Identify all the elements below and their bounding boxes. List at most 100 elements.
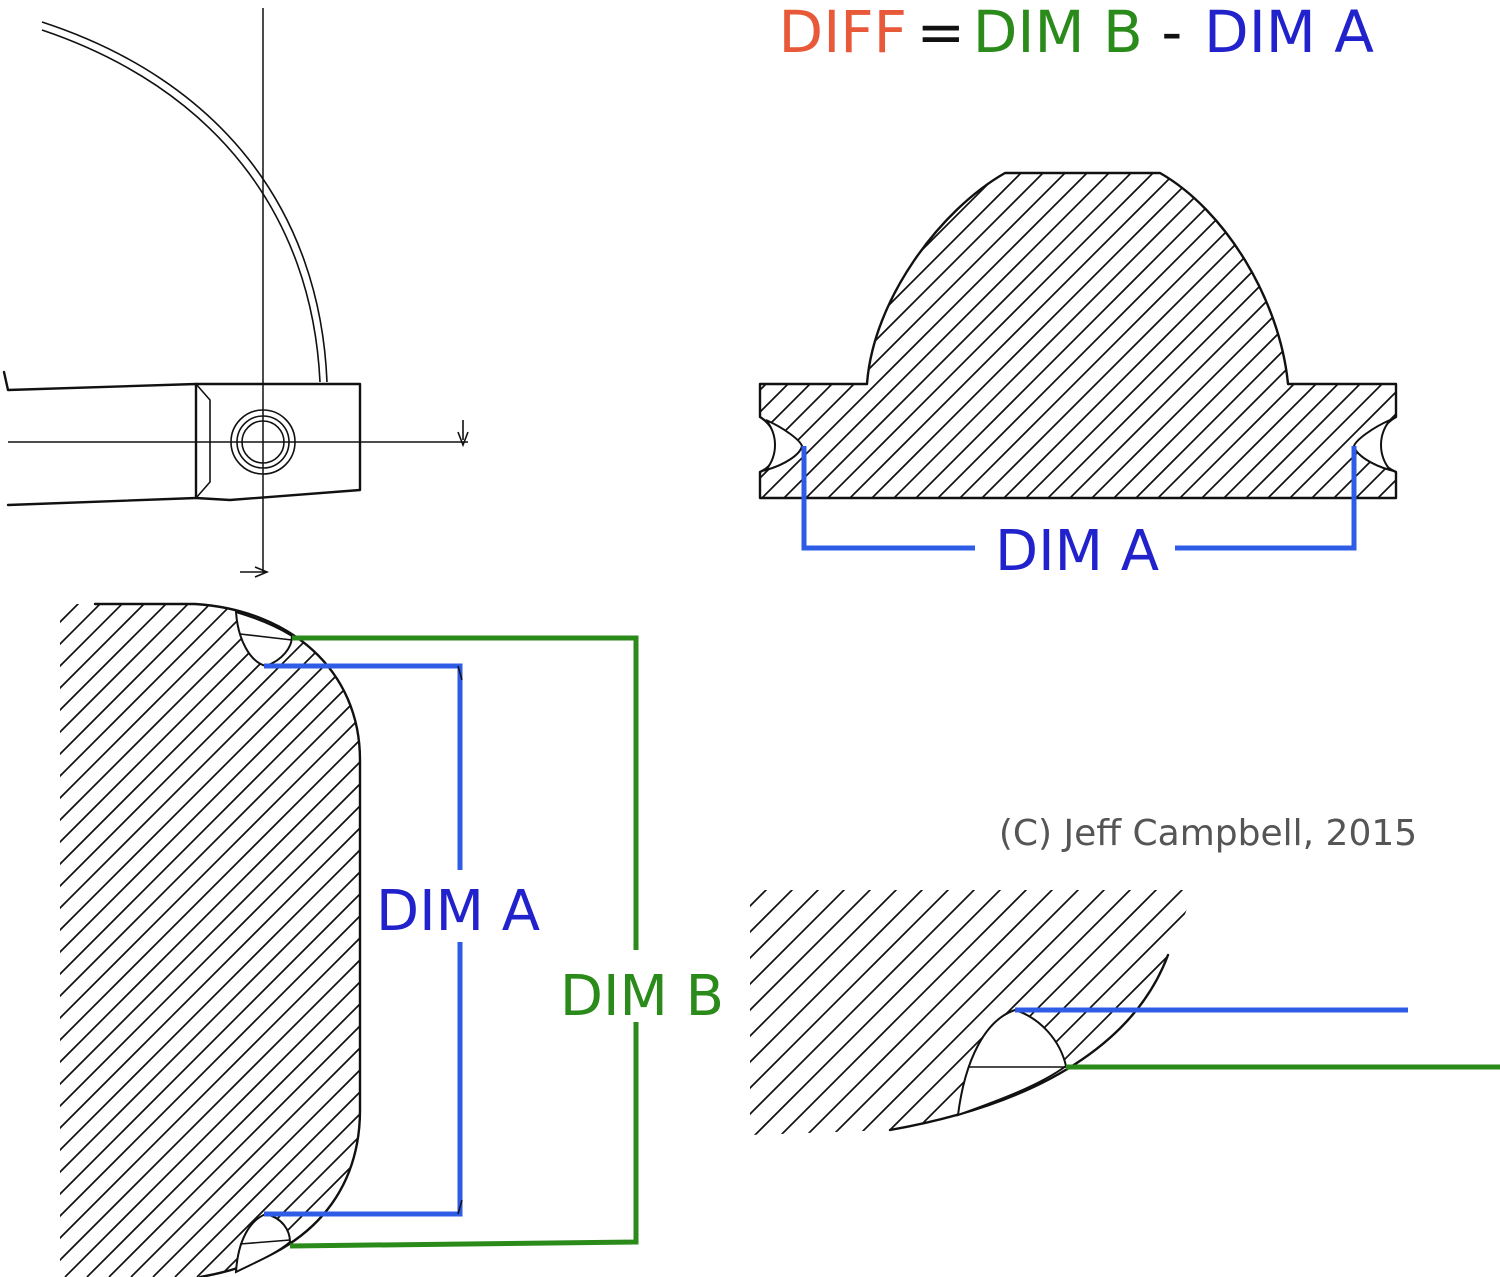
hatch-line xyxy=(760,173,871,498)
hatch-line xyxy=(60,604,360,1277)
hatch-line xyxy=(957,173,1289,498)
left-groove xyxy=(763,419,804,472)
hatch-line xyxy=(1067,173,1396,498)
dim-b-bracket-detail xyxy=(289,635,639,1249)
hatch-line xyxy=(803,173,1135,498)
svg-text:DIFF = DIM B: DIFF = DIM B - DIM A xyxy=(779,0,1375,66)
detail-hatch xyxy=(60,604,360,1277)
outer-arc-inner xyxy=(41,29,321,383)
dim-a-tick-top xyxy=(457,665,463,681)
hatch-line xyxy=(60,604,360,1277)
section-outline xyxy=(758,171,1398,500)
hatch-line xyxy=(108,604,360,1277)
hatch-line xyxy=(60,604,360,1277)
hatch-line xyxy=(913,173,1245,498)
hatch-line xyxy=(750,890,933,1135)
formula-minus: - xyxy=(1161,0,1182,66)
hatch-line xyxy=(60,604,237,1277)
hatch-line xyxy=(60,604,325,1277)
dim-a-label-top: DIM A xyxy=(995,519,1159,584)
formula-dim-b: DIM B xyxy=(973,0,1143,66)
hatch-line xyxy=(750,890,881,1135)
hatch-line xyxy=(60,604,105,1277)
hatch-line xyxy=(60,604,360,1277)
hatch-line xyxy=(750,890,855,1135)
hatch-line xyxy=(760,173,893,498)
bar-body xyxy=(2,370,198,507)
hatch-line xyxy=(60,604,360,1277)
bore-inner xyxy=(241,420,285,464)
hatch-line xyxy=(60,604,360,1277)
hatch-line xyxy=(1045,173,1377,498)
dim-a-tick-bottom xyxy=(457,1199,463,1215)
hatch-line xyxy=(750,890,1011,1135)
hatch-line xyxy=(750,890,829,1135)
hatch-line xyxy=(1398,170,1500,500)
hatch-line xyxy=(1111,173,1396,498)
hatch-line xyxy=(60,604,360,1277)
bore-mid xyxy=(236,415,290,469)
hatch-line xyxy=(64,604,360,1277)
hatch-line xyxy=(60,604,347,1277)
hatch-line xyxy=(60,604,360,1277)
hatch-line xyxy=(879,890,1141,1135)
hatch-line xyxy=(60,604,360,1277)
hatch-line xyxy=(1001,173,1333,498)
arrow-bottom-marker xyxy=(240,566,270,578)
hatch-line xyxy=(760,173,761,498)
hatch-line xyxy=(760,173,805,498)
lower-groove xyxy=(234,1212,292,1274)
hatch-line xyxy=(1155,173,1396,498)
hatch-line xyxy=(60,604,360,1277)
hatch-line xyxy=(1243,173,1396,498)
hatch-line xyxy=(60,604,360,1277)
formula-equals: = xyxy=(916,0,965,66)
hatch-line xyxy=(760,173,1091,498)
hatch-line xyxy=(750,890,803,1135)
hatch-line xyxy=(1023,173,1355,498)
arrow-right-marker xyxy=(457,420,469,448)
closeup-edge xyxy=(888,953,1170,1132)
hatch-line xyxy=(174,604,360,1277)
bore-outer xyxy=(230,409,296,475)
hatch-line xyxy=(979,173,1311,498)
hatch-line xyxy=(775,890,1037,1135)
hatch-line xyxy=(750,890,907,1135)
dim-a-bracket-detail xyxy=(264,663,463,1217)
hatch-line xyxy=(60,604,360,1277)
hatch-line xyxy=(825,173,1157,498)
hatch-line xyxy=(935,173,1267,498)
hatch-line xyxy=(760,173,937,498)
hatch-line xyxy=(1199,173,1396,498)
hatch-line xyxy=(60,604,281,1277)
hatch-line xyxy=(152,604,360,1277)
bottom-left-detail: DIM A DIM B xyxy=(60,602,724,1277)
top-right-cross-section: DIM A xyxy=(758,170,1500,584)
copyright-text: (C) Jeff Campbell, 2015 xyxy=(999,813,1417,854)
hatch-line xyxy=(801,890,1063,1135)
bar-bevel xyxy=(195,383,211,499)
hatch-line xyxy=(1177,173,1396,498)
hatch-line xyxy=(130,604,360,1277)
hatch-line xyxy=(86,604,360,1277)
hatch-line xyxy=(218,604,360,1277)
upper-groove-chord xyxy=(239,633,293,641)
dim-a-bracket-top xyxy=(801,446,1357,551)
lower-groove-chord xyxy=(239,1239,291,1245)
hatch-line xyxy=(827,890,1089,1135)
formula-diff: DIFF xyxy=(779,0,908,66)
hatch-line xyxy=(760,173,1047,498)
block-body xyxy=(194,382,362,502)
hatch-line xyxy=(60,604,193,1277)
top-left-plan-view xyxy=(2,8,469,578)
hatch-line xyxy=(750,890,959,1135)
hatch-line xyxy=(760,173,915,498)
hatch-line xyxy=(262,604,360,1277)
hatch-line xyxy=(781,173,1113,498)
hatch-line xyxy=(760,173,1003,498)
section-hatch xyxy=(760,170,1500,500)
hatch-line xyxy=(1133,173,1396,498)
hatch-line xyxy=(750,890,985,1135)
hatch-line xyxy=(1287,173,1396,498)
